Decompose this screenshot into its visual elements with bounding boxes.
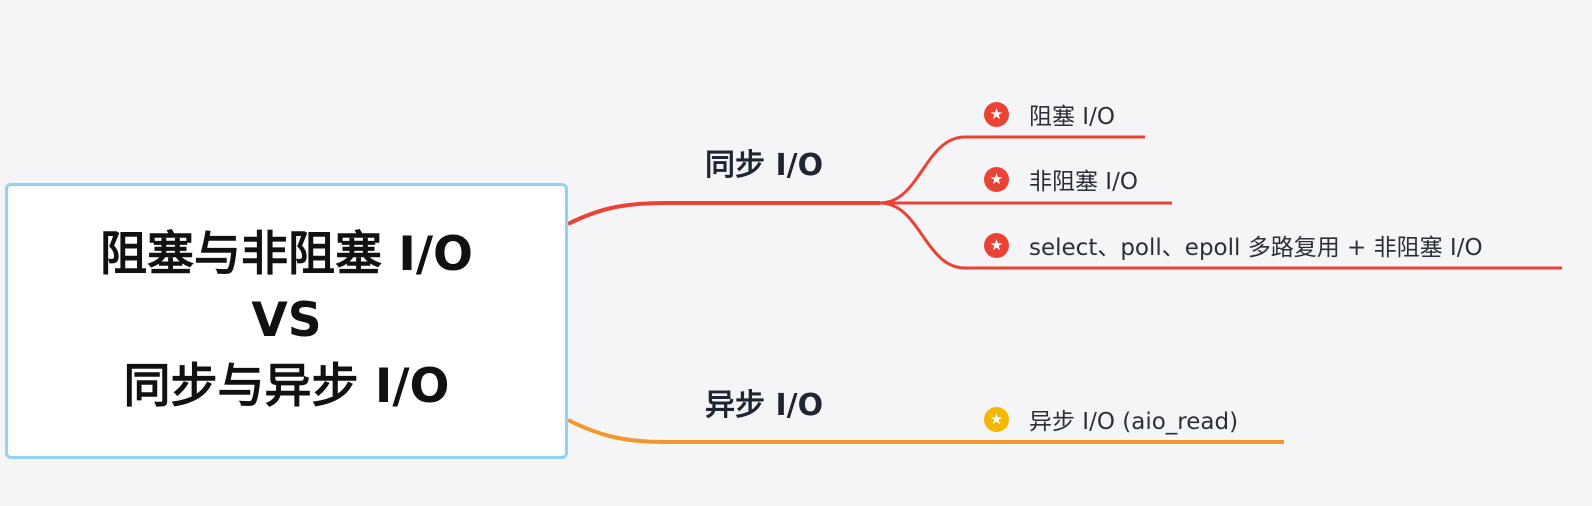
leaf-async-io[interactable]: ★ 异步 I/O (aio_read): [984, 402, 1238, 436]
leaf-blocking-io[interactable]: ★ 阻塞 I/O: [984, 97, 1115, 131]
leaf-label: 非阻塞 I/O: [1029, 169, 1138, 195]
leaf-nonblocking-io[interactable]: ★ 非阻塞 I/O: [984, 162, 1138, 196]
star-icon: ★: [984, 101, 1009, 127]
root-topic-text: 阻塞与非阻塞 I/O VS 同步与异步 I/O: [100, 222, 473, 420]
root-topic[interactable]: 阻塞与非阻塞 I/O VS 同步与异步 I/O: [5, 183, 568, 459]
root-topic-line-2: VS: [251, 293, 322, 348]
root-topic-line-3: 同步与异步 I/O: [123, 359, 450, 414]
connector-sync-leaf-1: [879, 135, 1145, 205]
branch-sync-label[interactable]: 同步 I/O: [705, 148, 824, 183]
root-topic-line-1: 阻塞与非阻塞 I/O: [100, 227, 473, 282]
connector-root-async: [567, 418, 1284, 444]
branch-async-label[interactable]: 异步 I/O: [705, 388, 824, 423]
connector-sync-leaf-3: [879, 201, 1562, 270]
leaf-label: 阻塞 I/O: [1029, 104, 1115, 130]
leaf-multiplexing-io[interactable]: ★ select、poll、epoll 多路复用 + 非阻塞 I/O: [984, 228, 1483, 262]
star-icon: ★: [984, 406, 1009, 432]
connector-root-sync: [567, 201, 880, 226]
leaf-label: 异步 I/O (aio_read): [1029, 409, 1239, 435]
star-icon: ★: [984, 166, 1009, 192]
leaf-label: select、poll、epoll 多路复用 + 非阻塞 I/O: [1029, 235, 1483, 261]
star-icon: ★: [984, 232, 1009, 258]
